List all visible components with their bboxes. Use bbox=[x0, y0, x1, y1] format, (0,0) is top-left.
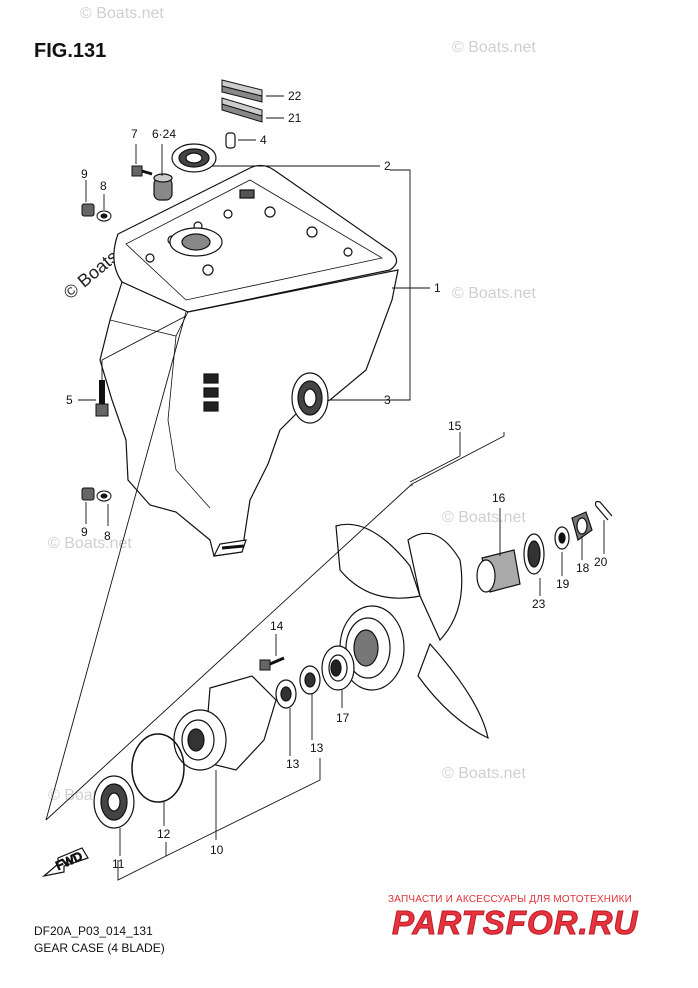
callout-14: 14 bbox=[270, 619, 284, 633]
callout-20: 20 bbox=[594, 555, 608, 569]
figure-title: FIG.131 bbox=[34, 40, 107, 62]
callout-2: 2 bbox=[384, 159, 391, 173]
needle-bearing-13a bbox=[299, 665, 321, 695]
rubber-seal-22 bbox=[221, 79, 263, 103]
callout-10: 10 bbox=[210, 843, 224, 857]
callout-15: 15 bbox=[448, 419, 462, 433]
propeller-15 bbox=[335, 523, 489, 740]
bearing-2 bbox=[171, 143, 217, 173]
bolt-14 bbox=[259, 656, 285, 671]
figure-name: GEAR CASE (4 BLADE) bbox=[34, 941, 165, 955]
thrust-washer-17 bbox=[321, 645, 355, 691]
gear-case-body bbox=[99, 269, 399, 557]
callout-18: 18 bbox=[576, 561, 590, 575]
callout-13-left: 13 bbox=[286, 757, 300, 771]
bush-6-24 bbox=[153, 173, 173, 201]
watermark-text: © Boats.net bbox=[452, 285, 536, 302]
washer-19 bbox=[554, 526, 570, 550]
bolt-5 bbox=[95, 380, 109, 417]
callout-23: 23 bbox=[532, 597, 546, 611]
watermark-text: © Boats.net bbox=[80, 5, 164, 22]
callout-3: 3 bbox=[384, 393, 391, 407]
plug-9-lower bbox=[81, 487, 112, 502]
callout-1: 1 bbox=[434, 281, 441, 295]
callout-11: 11 bbox=[112, 857, 125, 871]
needle-bearing-13b bbox=[275, 679, 297, 709]
callout-13-right: 13 bbox=[310, 741, 324, 755]
forward-arrow-icon: FWD bbox=[41, 847, 89, 878]
callout-6-24: 6·24 bbox=[152, 127, 176, 141]
fwd-label: FWD bbox=[54, 849, 85, 873]
rubber-seal-21 bbox=[221, 97, 263, 123]
callout-12: 12 bbox=[157, 827, 171, 841]
callout-9-lower: 9 bbox=[81, 525, 88, 539]
cotter-pin-20 bbox=[594, 500, 613, 521]
figure-code: DF20A_P03_014_131 bbox=[34, 924, 153, 938]
spline-washer-23 bbox=[523, 533, 545, 575]
watermark-text: © Boats.net bbox=[48, 535, 132, 552]
callout-7: 7 bbox=[131, 127, 138, 141]
callout-8-lower: 8 bbox=[104, 529, 111, 543]
callout-9-upper: 9 bbox=[81, 167, 88, 181]
nut-18 bbox=[571, 511, 593, 541]
watermark-text: © Boats.net bbox=[442, 509, 526, 526]
gear-case-housing bbox=[99, 164, 399, 557]
callout-22: 22 bbox=[288, 89, 302, 103]
spacer-16 bbox=[476, 549, 521, 593]
shop-tagline: ЗАПЧАСТИ И АКСЕССУАРЫ ДЛЯ МОТОТЕХНИКИ bbox=[388, 894, 633, 905]
shop-logo: PARTSFOR.RU bbox=[391, 904, 639, 942]
o-ring-12 bbox=[131, 733, 185, 803]
callout-19: 19 bbox=[556, 577, 570, 591]
callout-5: 5 bbox=[66, 393, 73, 407]
callout-labels: 22 21 4 2 1 3 7 6·24 9 8 5 9 8 15 16 23 … bbox=[66, 89, 608, 871]
callout-4: 4 bbox=[260, 133, 267, 147]
callout-17: 17 bbox=[336, 711, 350, 725]
plug-9-upper bbox=[81, 203, 112, 222]
dowel-pin-4 bbox=[225, 132, 236, 149]
watermark-text: © Boats.net bbox=[452, 39, 536, 56]
oil-seal-11 bbox=[93, 775, 135, 829]
watermark-text: © Boats.net bbox=[442, 765, 526, 782]
callout-21: 21 bbox=[288, 111, 302, 125]
callout-16: 16 bbox=[492, 491, 506, 505]
leader-lines bbox=[45, 95, 605, 881]
callout-8-upper: 8 bbox=[100, 179, 107, 193]
bearing-housing-10 bbox=[173, 675, 277, 771]
bolt-7 bbox=[131, 165, 153, 177]
bearing-3 bbox=[291, 372, 329, 424]
